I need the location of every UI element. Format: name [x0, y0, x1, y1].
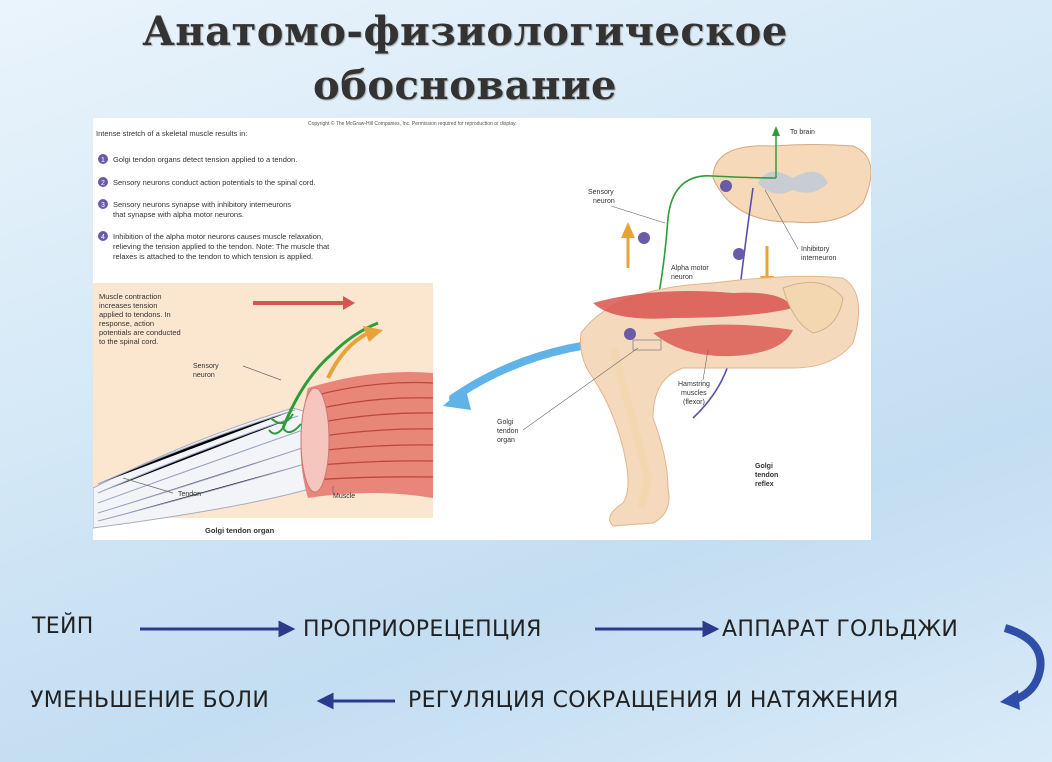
step-4-text-line3: relaxes is attached to the tendon to whi…	[113, 252, 313, 261]
inset-text-4: response, action	[99, 319, 154, 328]
step-2-badge	[98, 177, 108, 187]
step-2-number: 2	[101, 180, 105, 187]
pelvis-bone	[782, 281, 844, 334]
orange-up-arrowhead	[621, 222, 635, 238]
tendon-fibers	[97, 409, 309, 522]
curved-arrow-head	[1000, 690, 1020, 710]
reflex-label-2: tendon	[755, 472, 778, 479]
golgi-leader	[522, 347, 639, 431]
tendon-leader	[122, 477, 174, 494]
marker-2	[638, 232, 650, 244]
intro-text: Intense stretch of a skeletal muscle res…	[96, 129, 247, 138]
step-1-badge	[98, 154, 108, 164]
slide-title-line2: обоснование	[313, 62, 617, 109]
golgi-organ-box	[632, 339, 662, 351]
inset-muscle-label: Muscle	[333, 493, 355, 500]
inset-text-5: potentials are conducted	[99, 328, 181, 337]
hamstring-muscle	[653, 324, 793, 357]
inhibitory-label: Inhibitory	[801, 246, 830, 253]
hamstring-label-2: muscles	[681, 390, 707, 397]
sensory-neuron-endings	[268, 413, 302, 435]
arrow-tape-to-proprio-head	[278, 620, 296, 638]
flow-tape: ТЕЙП	[32, 614, 94, 639]
sensory-leader	[242, 365, 282, 381]
step-4-badge	[98, 231, 108, 241]
step-3-text: Sensory neurons synapse with inhibitory …	[113, 200, 291, 209]
marker-3	[720, 180, 732, 192]
reflex-label: Golgi	[755, 463, 773, 470]
golgi-label: Golgi	[497, 419, 514, 426]
action-potential-arrow	[326, 331, 369, 379]
contraction-arrowhead	[343, 296, 355, 310]
inhibitory-label-2: interneuron	[801, 255, 837, 262]
copyright-text: Copyright © The McGraw-Hill Companies, I…	[308, 120, 517, 127]
golgi-reflex-figure: Copyright © The McGraw-Hill Companies, I…	[93, 118, 871, 540]
quad-muscle	[593, 290, 793, 319]
hamstring-label-3: (flexor)	[683, 399, 705, 406]
right-sensory-label-2: neuron	[593, 198, 615, 205]
step-4-number: 4	[101, 234, 105, 241]
step-1-text: Golgi tendon organs detect tension appli…	[113, 155, 297, 164]
golgi-label-2: tendon	[497, 428, 519, 435]
marker-1	[624, 328, 636, 340]
hamstring-label: Hamstring	[678, 381, 710, 388]
inset-text-1: Muscle contraction	[99, 292, 162, 301]
spinal-cord	[712, 144, 871, 224]
shin-bone	[609, 346, 653, 509]
leg-illustration	[580, 275, 860, 527]
step-1: 1 Golgi tendon organs detect tension app…	[98, 154, 297, 164]
flow-golgi-apparatus: АППАРАТ ГОЛЬДЖИ	[722, 617, 959, 642]
inset-text-3: applied to tendons. In	[99, 310, 171, 319]
step-4: 4 Inhibition of the alpha motor neurons …	[98, 231, 330, 261]
reflex-label-3: reflex	[755, 481, 774, 488]
sensory-neuron-line	[281, 321, 379, 429]
inset-caption: Golgi tendon organ	[205, 526, 275, 535]
flow-regulation: РЕГУЛЯЦИЯ СОКРАЩЕНИЯ И НАТЯЖЕНИЯ	[408, 688, 899, 713]
to-brain-label: To brain	[790, 129, 815, 136]
step-3-text-line2: that synapse with alpha motor neurons.	[113, 210, 244, 219]
inset-sensory-label: Sensory	[193, 363, 219, 370]
golgi-label-3: organ	[497, 437, 515, 444]
arrow-proprio-to-golgi-head	[702, 620, 720, 638]
muscle-cross-section	[300, 387, 330, 493]
step-4-text: Inhibition of the alpha motor neurons ca…	[113, 232, 323, 241]
inhibitory-leader	[764, 189, 799, 250]
step-4-text-line2: relieving the tension applied to the ten…	[113, 242, 330, 251]
figure-svg: Copyright © The McGraw-Hill Companies, I…	[93, 120, 871, 535]
muscle-shape	[300, 372, 433, 498]
right-sensory-label: Sensory	[588, 189, 614, 196]
action-potential-arrowhead	[363, 326, 383, 342]
inset-sensory-label-2: neuron	[193, 372, 215, 379]
to-brain-arrowhead	[772, 126, 780, 136]
step-3: 3 Sensory neurons synapse with inhibitor…	[98, 199, 291, 219]
right-sensory-leader	[610, 205, 666, 224]
step-2-text: Sensory neurons conduct action potential…	[113, 178, 316, 187]
arrow-regulation-to-pain-head	[316, 692, 334, 710]
alpha-label: Alpha motor	[671, 265, 709, 272]
inset-tendon-label: Tendon	[178, 491, 201, 498]
flow-proprioception: ПРОПРИОРЕЦЕПЦИЯ	[303, 617, 542, 642]
step-2: 2 Sensory neurons conduct action potenti…	[98, 177, 316, 187]
leg-shape	[580, 275, 860, 527]
inset-text-2: increases tension	[99, 301, 157, 310]
callout-arrowhead	[443, 386, 471, 410]
step-1-number: 1	[101, 157, 105, 164]
inset-panel: Muscle contraction increases tension app…	[93, 283, 434, 529]
slide-title-line1: Анатомо-физиологическое	[142, 8, 788, 55]
curved-arrow	[1003, 624, 1045, 704]
step-3-number: 3	[101, 202, 105, 209]
step-3-badge	[98, 199, 108, 209]
inset-text-6: to the spinal cord.	[99, 337, 158, 346]
hamstring-leader	[702, 349, 709, 381]
flow-pain-reduction: УМЕНЬШЕНИЕ БОЛИ	[30, 688, 270, 713]
alpha-label-2: neuron	[671, 274, 693, 281]
marker-4	[733, 248, 745, 260]
